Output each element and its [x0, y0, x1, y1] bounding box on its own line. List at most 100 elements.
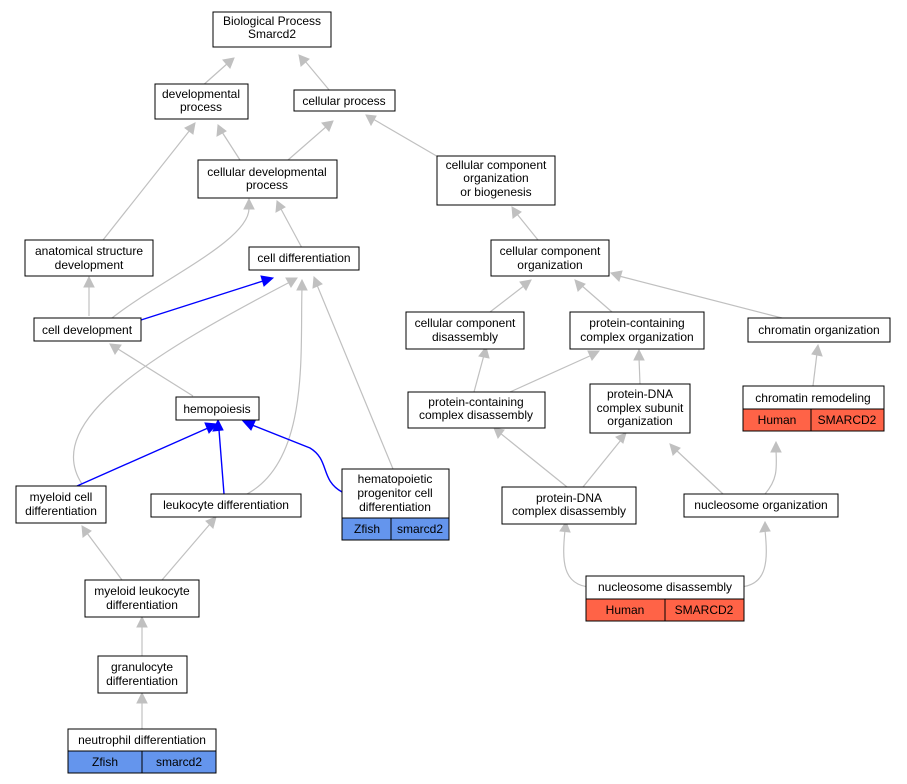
node-label: neutrophil differentiation — [78, 733, 206, 747]
edge — [516, 213, 539, 241]
node-label: complex organization — [580, 330, 693, 344]
edge — [86, 532, 123, 581]
node-label: differentiation — [359, 500, 431, 514]
edge-highlighted — [140, 280, 264, 321]
node-label: granulocyte — [111, 660, 173, 674]
node-label: cellular component — [446, 158, 547, 172]
node-label: differentiation — [106, 598, 178, 612]
edge-arrowhead — [205, 516, 217, 529]
highlight-edges — [76, 275, 343, 495]
gene-cell — [664, 598, 745, 622]
gene-cell — [390, 517, 450, 541]
edge-arrowhead — [81, 525, 92, 538]
node-label: organization — [607, 414, 672, 428]
edge — [499, 432, 568, 488]
gene-cell — [810, 408, 885, 432]
edge — [117, 348, 194, 397]
node-label: process — [180, 100, 222, 114]
node-hemopoiesis[interactable]: hemopoiesis — [175, 396, 260, 421]
node-developmental-process[interactable]: developmental process — [154, 83, 249, 120]
node-chromatin-remodeling[interactable]: chromatin remodeling Human SMARCD2 — [742, 385, 885, 432]
edge-arrowhead — [83, 275, 95, 288]
edge-highlighted — [76, 427, 209, 487]
node-granulocyte-differentiation[interactable]: granulocyte differentiation — [97, 655, 188, 694]
edge — [489, 284, 526, 313]
gene-label: SMARCD2 — [818, 413, 877, 427]
edge — [221, 131, 241, 161]
edge — [161, 523, 211, 581]
node-label: protein-DNA — [607, 387, 673, 401]
edge-arrowhead-highlighted — [241, 420, 256, 431]
gene-label: smarcd2 — [156, 755, 202, 769]
node-label: nucleosome disassembly — [598, 580, 732, 594]
edge — [316, 284, 394, 470]
edge-arrowhead — [365, 114, 377, 127]
edge — [200, 62, 229, 88]
node-cellular-component-organization[interactable]: cellular component organization — [490, 239, 610, 277]
node-leukocyte-differentiation[interactable]: leukocyte differentiation — [150, 493, 302, 518]
node-anatomical-structure-development[interactable]: anatomical structure development — [24, 239, 154, 277]
node-chromatin-organization[interactable]: chromatin organization — [747, 317, 891, 343]
node-label: myeloid cell — [30, 490, 93, 504]
node-label: protein-containing — [428, 395, 523, 409]
edge — [246, 287, 303, 495]
node-protein-containing-complex-organization[interactable]: protein-containing complex organization — [569, 311, 705, 350]
node-label: differentiation — [25, 504, 97, 518]
edge-arrowhead — [478, 345, 490, 359]
node-label: complex disassembly — [419, 408, 533, 422]
edge — [580, 284, 613, 313]
edge-arrowhead — [811, 343, 823, 357]
edge — [72, 281, 291, 485]
gene-cell — [141, 750, 217, 774]
edge-arrowhead — [321, 120, 334, 132]
edge-arrowhead — [511, 206, 522, 219]
node-protein-containing-complex-disassembly[interactable]: protein-containing complex disassembly — [407, 391, 546, 429]
node-cellular-component-organization-or-biogenesis[interactable]: cellular component organization or bioge… — [436, 155, 556, 206]
gene-label: smarcd2 — [397, 522, 443, 536]
node-label: progenitor cell — [357, 486, 432, 500]
node-cellular-developmental-process[interactable]: cellular developmental process — [197, 159, 338, 199]
node-label: complex disassembly — [512, 504, 626, 518]
node-nucleosome-organization[interactable]: nucleosome organization — [683, 493, 839, 518]
node-myeloid-leukocyte-differentiation[interactable]: myeloid leukocyte differentiation — [84, 579, 200, 618]
node-label: cell development — [42, 323, 133, 337]
node-protein-dna-complex-subunit-organization[interactable]: protein-DNA complex subunit organization — [589, 383, 691, 434]
node-label: Smarcd2 — [248, 27, 296, 41]
node-hematopoietic-progenitor-cell-differentiation[interactable]: hematopoietic progenitor cell differenti… — [341, 468, 450, 541]
edge-arrowhead — [493, 427, 505, 440]
edge — [280, 208, 303, 249]
node-label: cellular component — [415, 316, 516, 330]
node-label: hematopoietic — [358, 472, 433, 486]
edge — [304, 60, 331, 92]
node-label: organization — [517, 258, 582, 272]
node-label: chromatin remodeling — [755, 391, 870, 405]
node-cellular-process[interactable]: cellular process — [293, 89, 396, 112]
edge-arrowhead — [609, 270, 623, 282]
edge-highlighted — [251, 424, 343, 493]
node-label: cell differentiation — [257, 251, 350, 265]
node-neutrophil-differentiation[interactable]: neutrophil differentiation Zfish smarcd2 — [67, 728, 217, 774]
node-label: anatomical structure — [35, 244, 143, 258]
node-cell-differentiation[interactable]: cell differentiation — [248, 246, 360, 271]
node-nucleosome-disassembly[interactable]: nucleosome disassembly Human SMARCD2 — [585, 575, 745, 622]
edge — [372, 118, 441, 159]
node-protein-dna-complex-disassembly[interactable]: protein-DNA complex disassembly — [501, 486, 637, 525]
node-label: disassembly — [432, 330, 498, 344]
edges — [72, 54, 823, 729]
node-cell-development[interactable]: cell development — [33, 317, 142, 342]
node-biological-process-smarcd2[interactable]: Biological Process Smarcd2 — [212, 11, 332, 48]
node-label: differentiation — [106, 674, 178, 688]
edge — [638, 357, 641, 385]
edge — [563, 529, 591, 588]
edge-arrowhead — [759, 520, 771, 533]
node-cellular-component-disassembly[interactable]: cellular component disassembly — [405, 311, 525, 350]
edge-arrowhead — [222, 57, 235, 69]
node-label: leukocyte differentiation — [163, 498, 289, 512]
node-myeloid-cell-differentiation[interactable]: myeloid cell differentiation — [15, 485, 107, 524]
species-label: Human — [758, 413, 797, 427]
edge-arrowhead — [587, 350, 601, 361]
node-label: cellular component — [500, 244, 601, 258]
node-label: chromatin organization — [758, 323, 879, 337]
edge-arrowhead — [770, 440, 782, 453]
edge-arrowhead — [519, 279, 532, 291]
